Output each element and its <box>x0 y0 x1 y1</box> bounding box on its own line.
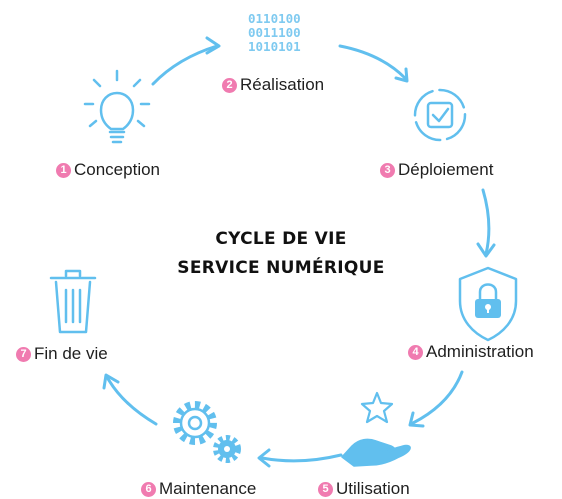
gears-icon <box>173 401 241 463</box>
arrow-deploiement-to-administration <box>476 188 496 258</box>
step-conception: 1 Conception <box>56 160 160 180</box>
step-label: Conception <box>74 160 161 179</box>
step-utilisation: 5 Utilisation <box>318 479 410 499</box>
arrow-realisation-to-deploiement <box>338 44 409 83</box>
step-label: Déploiement <box>398 160 494 179</box>
lightbulb-icon <box>83 69 151 144</box>
step-label: Fin de vie <box>34 344 108 363</box>
security-shield-icon <box>458 266 518 342</box>
step-realisation: 2 Réalisation <box>222 75 324 95</box>
binary-code-icon: 0110100 0011100 1010101 <box>248 12 301 54</box>
arrow-utilisation-to-maintenance <box>257 448 343 468</box>
arrow-administration-to-utilisation <box>408 370 464 428</box>
step-fin-de-vie: 7 Fin de vie <box>16 344 108 364</box>
step-maintenance: 6 Maintenance <box>141 479 256 499</box>
binary-line: 0110100 <box>248 11 301 26</box>
step-number-badge: 4 <box>408 344 423 360</box>
step-number-badge: 5 <box>318 481 333 497</box>
step-label: Utilisation <box>336 479 410 498</box>
binary-line: 1010101 <box>248 39 301 54</box>
step-label: Maintenance <box>159 479 257 498</box>
step-label: Réalisation <box>240 75 325 94</box>
trash-can-icon <box>49 269 97 334</box>
step-number-badge: 7 <box>16 346 31 362</box>
diagram-title-line1: Cycle de vie <box>215 229 347 249</box>
hand-star-icon <box>341 391 411 467</box>
step-number-badge: 3 <box>380 162 395 178</box>
step-number-badge: 6 <box>141 481 156 497</box>
arrow-conception-to-realisation <box>151 36 221 86</box>
binary-line: 0011100 <box>248 25 301 40</box>
checkbox-icon <box>413 88 467 142</box>
arrow-maintenance-to-findevie <box>102 373 158 426</box>
step-number-badge: 1 <box>56 162 71 178</box>
step-number-badge: 2 <box>222 77 237 93</box>
step-label: Administration <box>426 342 534 361</box>
step-deploiement: 3 Déploiement <box>380 160 493 180</box>
step-administration: 4 Administration <box>408 342 534 362</box>
diagram-title-line2: service numérique <box>177 258 385 278</box>
